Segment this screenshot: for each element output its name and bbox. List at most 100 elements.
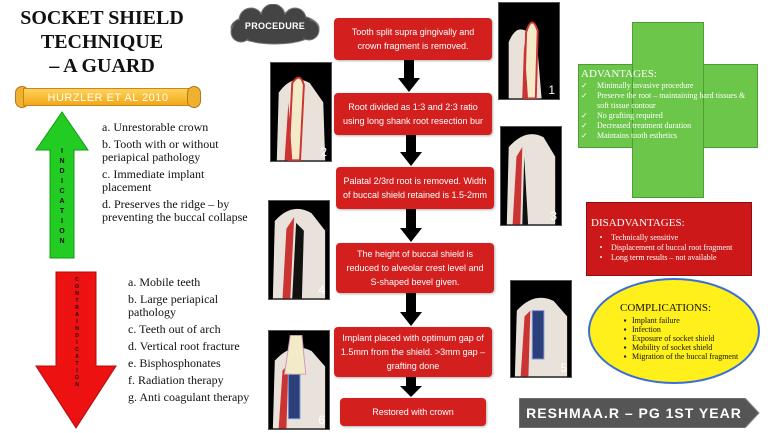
author-banner: HURZLER ET AL 2010 [13,86,203,108]
disadvantage-item-2: •Displacement of buccal root fragment [591,243,747,253]
complications-heading: COMPLICATIONS: [620,302,712,314]
indication-item-3: c. Immediate implant placement [102,168,252,194]
tooth-illustration-4 [272,208,326,299]
slide-title: SOCKET SHIELD TECHNIQUE – A GUARD [4,6,200,78]
contraindication-letter: N [75,291,79,297]
title-line-1: SOCKET SHIELD [20,7,184,29]
contraindication-letter: A [75,312,79,318]
complication-item-text: Migration of the buccal fragment [632,352,739,361]
figure-2: 2 [270,62,332,162]
advantage-item-4: ✓ Decreased treatment duration [581,121,756,131]
author-text: HURZLER ET AL 2010 [47,92,169,104]
contraindication-letter: I [76,319,78,325]
scroll-band: HURZLER ET AL 2010 [23,88,193,106]
author-footer: RESHMAA.R – PG 1ST YEAR [519,398,760,428]
contraindication-item-text: f. Radiation therapy [128,373,224,387]
contraindication-letter: N [75,326,79,332]
indication-letter: I [61,218,63,225]
complication-item-text: Infection [632,325,661,334]
complication-item-text: Exposure of socket shield [632,334,715,343]
advantage-item-text: No grafting required [597,111,663,120]
step-4-text: The height of buccal shield is reduced t… [346,249,484,287]
complications-panel: COMPLICATIONS: ▪Implant failure▪Infectio… [588,278,760,384]
indication-list: a. Unrestorable crown b. Tooth with or wi… [102,121,252,228]
flow-arrow-5 [400,377,422,397]
advantage-item-2: ✓Preserve the root – maintaining hard ti… [581,91,756,111]
advantage-item-1: ✓Minimally invasive procedure [581,81,756,91]
contraindication-item-text: g. Anti coagulant therapy [128,390,250,404]
disadvantage-bullet-icon: • [599,233,603,242]
advantage-bullet-icon: ✓ [581,121,588,130]
step-4: The height of buccal shield is reduced t… [336,243,494,293]
advantages-list: ✓Minimally invasive procedure✓Preserve t… [581,81,756,141]
indication-item-text: c. Immediate implant placement [102,167,205,194]
figure-4-number: 4 [318,283,325,297]
footer-arrow-shape [519,398,760,428]
advantages-heading: ADVANTAGES: [581,68,657,80]
scroll-right-curl [187,86,201,108]
complication-bullet-icon: ▪ [623,325,627,334]
indication-item-4: d. Preserves the ridge – by preventing t… [102,198,252,224]
contraindication-item-text: a. Mobile teeth [128,275,201,289]
figure-2-number: 2 [320,145,327,159]
figure-6: 6 [268,330,330,430]
contraindication-arrow [35,271,117,429]
complication-bullet-icon: ▪ [623,352,627,361]
disadvantage-item-text: Technically sensitive [611,233,679,242]
contraindication-letter: T [75,361,79,367]
complication-item-text: Mobility of socket shield [632,343,713,352]
contraindication-item-text: d. Vertical root fracture [128,339,240,353]
indication-letter: N [59,238,65,245]
step-2-text: Root divided as 1:3 and 2:3 ratio using … [342,102,484,126]
flow-arrow-4 [400,293,422,326]
figure-3-number: 3 [550,209,557,223]
disadvantage-item-1: • Technically sensitive [591,233,747,243]
contraindication-letter: O [75,284,79,290]
advantage-bullet-icon: ✓ [581,91,588,100]
step-3-text: Palatal 2/3rd root is removed. Width of … [342,176,488,200]
contraindication-letter: T [75,298,79,304]
figure-6-number: 6 [318,413,325,427]
contraindication-item-7: g. Anti coagulant therapy [128,391,268,404]
contraindication-letter: N [75,382,79,388]
figure-1-number: 1 [548,83,555,97]
indication-arrow [35,111,89,259]
complication-bullet-icon: ▪ [623,316,627,325]
contraindication-letter: C [75,277,79,283]
indication-letter: C [59,188,65,195]
advantage-bullet-icon: ✓ [581,81,588,90]
indication-item-text: d. Preserves the ridge – by preventing t… [102,197,248,224]
complication-item-4: ▪Mobility of socket shield [618,343,743,352]
procedure-cloud: PROCEDURE [225,3,325,48]
indication-letter: D [59,168,65,175]
indication-letter: O [59,228,65,235]
indication-item-text: a. Unrestorable crown [102,120,209,134]
advantage-bullet-icon: ✓ [581,111,588,120]
flow-arrow-1 [398,60,420,92]
indication-letter: N [59,158,65,165]
footer-text: RESHMAA.R – PG 1ST YEAR [526,405,742,421]
figure-1: 1 [498,2,560,100]
contraindication-item-text: e. Bisphosphonates [128,356,221,370]
advantage-item-text: Decreased treatment duration [597,121,692,130]
tooth-illustration-3 [506,134,556,225]
tooth-illustration-6 [272,335,326,429]
contraindication-letter: R [75,305,79,311]
figure-5-number: 5 [560,361,567,375]
flow-arrow-3 [400,209,422,242]
cloud-shape [230,3,320,45]
complication-item-3: ▪Exposure of socket shield [618,334,743,343]
complications-content: COMPLICATIONS: ▪Implant failure▪Infectio… [618,302,743,361]
contraindication-item-4: d. Vertical root fracture [128,340,268,353]
indication-item-2: b. Tooth with or without periapical path… [102,138,252,164]
step-5-text: Implant placed with optimum gap of 1.5mm… [340,333,486,371]
cross-center [633,65,703,147]
contraindication-item-text: b. Large periapical pathology [128,292,219,319]
advantage-item-3: ✓ No grafting required [581,111,756,121]
disadvantage-item-text: Displacement of buccal root fragment [611,243,733,252]
step-3: Palatal 2/3rd root is removed. Width of … [336,167,494,209]
advantages-panel: ADVANTAGES: ✓Minimally invasive procedur… [581,67,756,141]
complications-ellipse [588,278,760,384]
indication-letter: A [59,198,65,205]
